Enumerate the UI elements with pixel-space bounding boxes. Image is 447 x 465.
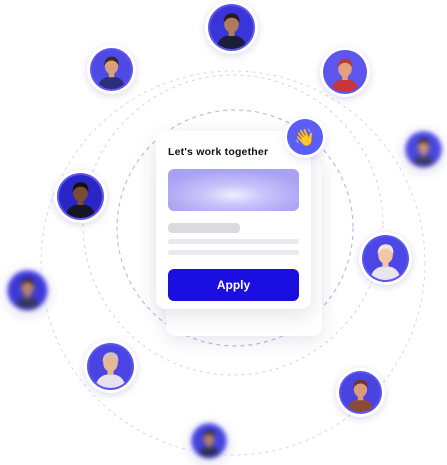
portrait-face bbox=[417, 140, 430, 154]
person-portrait-icon bbox=[407, 133, 440, 166]
portrait-neck bbox=[77, 199, 84, 206]
portrait-hair bbox=[353, 379, 368, 389]
person-portrait-icon bbox=[89, 345, 132, 388]
person-portrait-icon bbox=[325, 52, 365, 92]
middle-orbit-ring bbox=[82, 74, 384, 376]
placeholder-text-line bbox=[168, 239, 299, 244]
portrait-shoulders bbox=[197, 446, 221, 457]
avatar-lower-left bbox=[84, 340, 137, 393]
portrait-neck bbox=[357, 394, 364, 401]
portrait-hair bbox=[104, 56, 119, 66]
avatar-bottom bbox=[188, 420, 230, 462]
placeholder-text-line bbox=[168, 250, 299, 255]
portrait-face bbox=[103, 354, 118, 372]
portrait-shoulders bbox=[65, 204, 96, 218]
placeholder-heading-bar bbox=[168, 223, 240, 233]
portrait-neck bbox=[421, 151, 426, 157]
waving-hand-icon: 👋 bbox=[294, 127, 316, 147]
portrait-shoulders bbox=[14, 297, 41, 309]
portrait-neck bbox=[382, 261, 389, 268]
card-banner-image bbox=[168, 169, 299, 211]
portrait-neck bbox=[228, 30, 235, 37]
portrait-neck bbox=[24, 292, 31, 298]
avatar-mid-left bbox=[54, 170, 107, 223]
person-portrait-icon bbox=[92, 50, 131, 89]
card-title: Let's work together bbox=[168, 146, 269, 158]
portrait-shoulders bbox=[411, 155, 436, 166]
portrait-hair bbox=[72, 182, 89, 193]
avatar-mid-right bbox=[359, 232, 412, 285]
portrait-neck bbox=[206, 442, 212, 448]
avatar-upper-left bbox=[87, 45, 136, 94]
portrait-neck bbox=[107, 369, 114, 376]
portrait-face bbox=[73, 184, 88, 202]
person-portrait-icon bbox=[210, 6, 253, 49]
person-portrait-icon bbox=[9, 272, 46, 309]
avatar-top bbox=[205, 1, 258, 54]
portrait-neck bbox=[108, 71, 115, 78]
portrait-shoulders bbox=[370, 266, 401, 280]
portrait-hair bbox=[377, 244, 394, 255]
outer-orbit-ring bbox=[40, 70, 426, 456]
person-portrait-icon bbox=[364, 237, 407, 280]
portrait-face bbox=[224, 15, 239, 33]
portrait-hair bbox=[337, 58, 353, 68]
portrait-hair bbox=[417, 138, 430, 147]
portrait-shoulders bbox=[97, 76, 126, 89]
person-portrait-icon bbox=[341, 373, 380, 412]
apply-button[interactable]: Apply bbox=[168, 269, 299, 301]
avatar-right-edge bbox=[402, 128, 445, 171]
portrait-shoulders bbox=[216, 35, 247, 49]
portrait-shoulders bbox=[95, 374, 126, 388]
person-portrait-icon bbox=[193, 425, 225, 457]
portrait-face bbox=[104, 58, 119, 75]
portrait-face bbox=[378, 246, 393, 264]
avatar-lower-right bbox=[336, 368, 385, 417]
waving-hand-badge: 👋 bbox=[287, 119, 323, 155]
portrait-face bbox=[353, 381, 368, 398]
portrait-hair bbox=[102, 352, 119, 363]
portrait-hair bbox=[203, 430, 215, 438]
portrait-hair bbox=[223, 13, 240, 24]
portrait-face bbox=[338, 60, 352, 77]
avatar-upper-right bbox=[320, 47, 370, 97]
portrait-face bbox=[203, 432, 215, 445]
portrait-shoulders bbox=[346, 399, 375, 412]
portrait-hair bbox=[20, 278, 35, 287]
avatar-left-edge bbox=[4, 267, 51, 314]
job-card: Let's work together Apply bbox=[156, 131, 311, 309]
inner-orbit-ring bbox=[116, 109, 354, 347]
portrait-neck bbox=[342, 74, 348, 80]
portrait-face bbox=[21, 280, 34, 295]
portrait-shoulders bbox=[330, 79, 360, 92]
person-portrait-icon bbox=[59, 175, 102, 218]
